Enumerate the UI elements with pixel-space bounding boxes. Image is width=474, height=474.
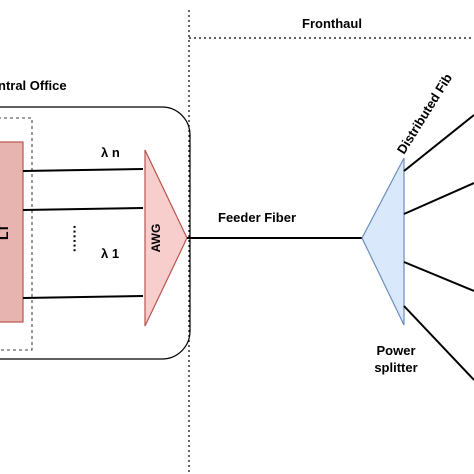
awg-label: AWG xyxy=(149,224,163,253)
central-office-box xyxy=(0,106,191,360)
awg-block xyxy=(144,149,188,327)
power-splitter xyxy=(361,157,405,326)
distributed-fiber-4 xyxy=(403,305,474,381)
wavelength-line-1 xyxy=(22,295,144,299)
olt-dashed-container xyxy=(0,117,33,351)
wavelength-line-mid xyxy=(22,207,144,211)
power-splitter-label-line1: Power xyxy=(376,343,415,358)
olt-label: LT xyxy=(0,224,11,241)
wavelength-ellipsis: ······ xyxy=(67,225,83,253)
lambda-1-label: λ 1 xyxy=(101,246,119,261)
central-office-label: ntral Office xyxy=(0,78,67,93)
lambda-n-label: λ n xyxy=(101,145,120,160)
power-splitter-label-line2: splitter xyxy=(374,360,417,375)
distributed-fiber-3 xyxy=(403,261,474,292)
feeder-fiber-label: Feeder Fiber xyxy=(218,210,296,225)
distributed-fiber-1 xyxy=(403,114,474,172)
distributed-fiber-label: Distributed Fib xyxy=(394,71,455,157)
fronthaul-label: Fronthaul xyxy=(302,16,362,31)
distributed-fiber-2 xyxy=(403,182,474,215)
olt-block xyxy=(0,141,24,323)
wavelength-line-n xyxy=(22,168,144,172)
